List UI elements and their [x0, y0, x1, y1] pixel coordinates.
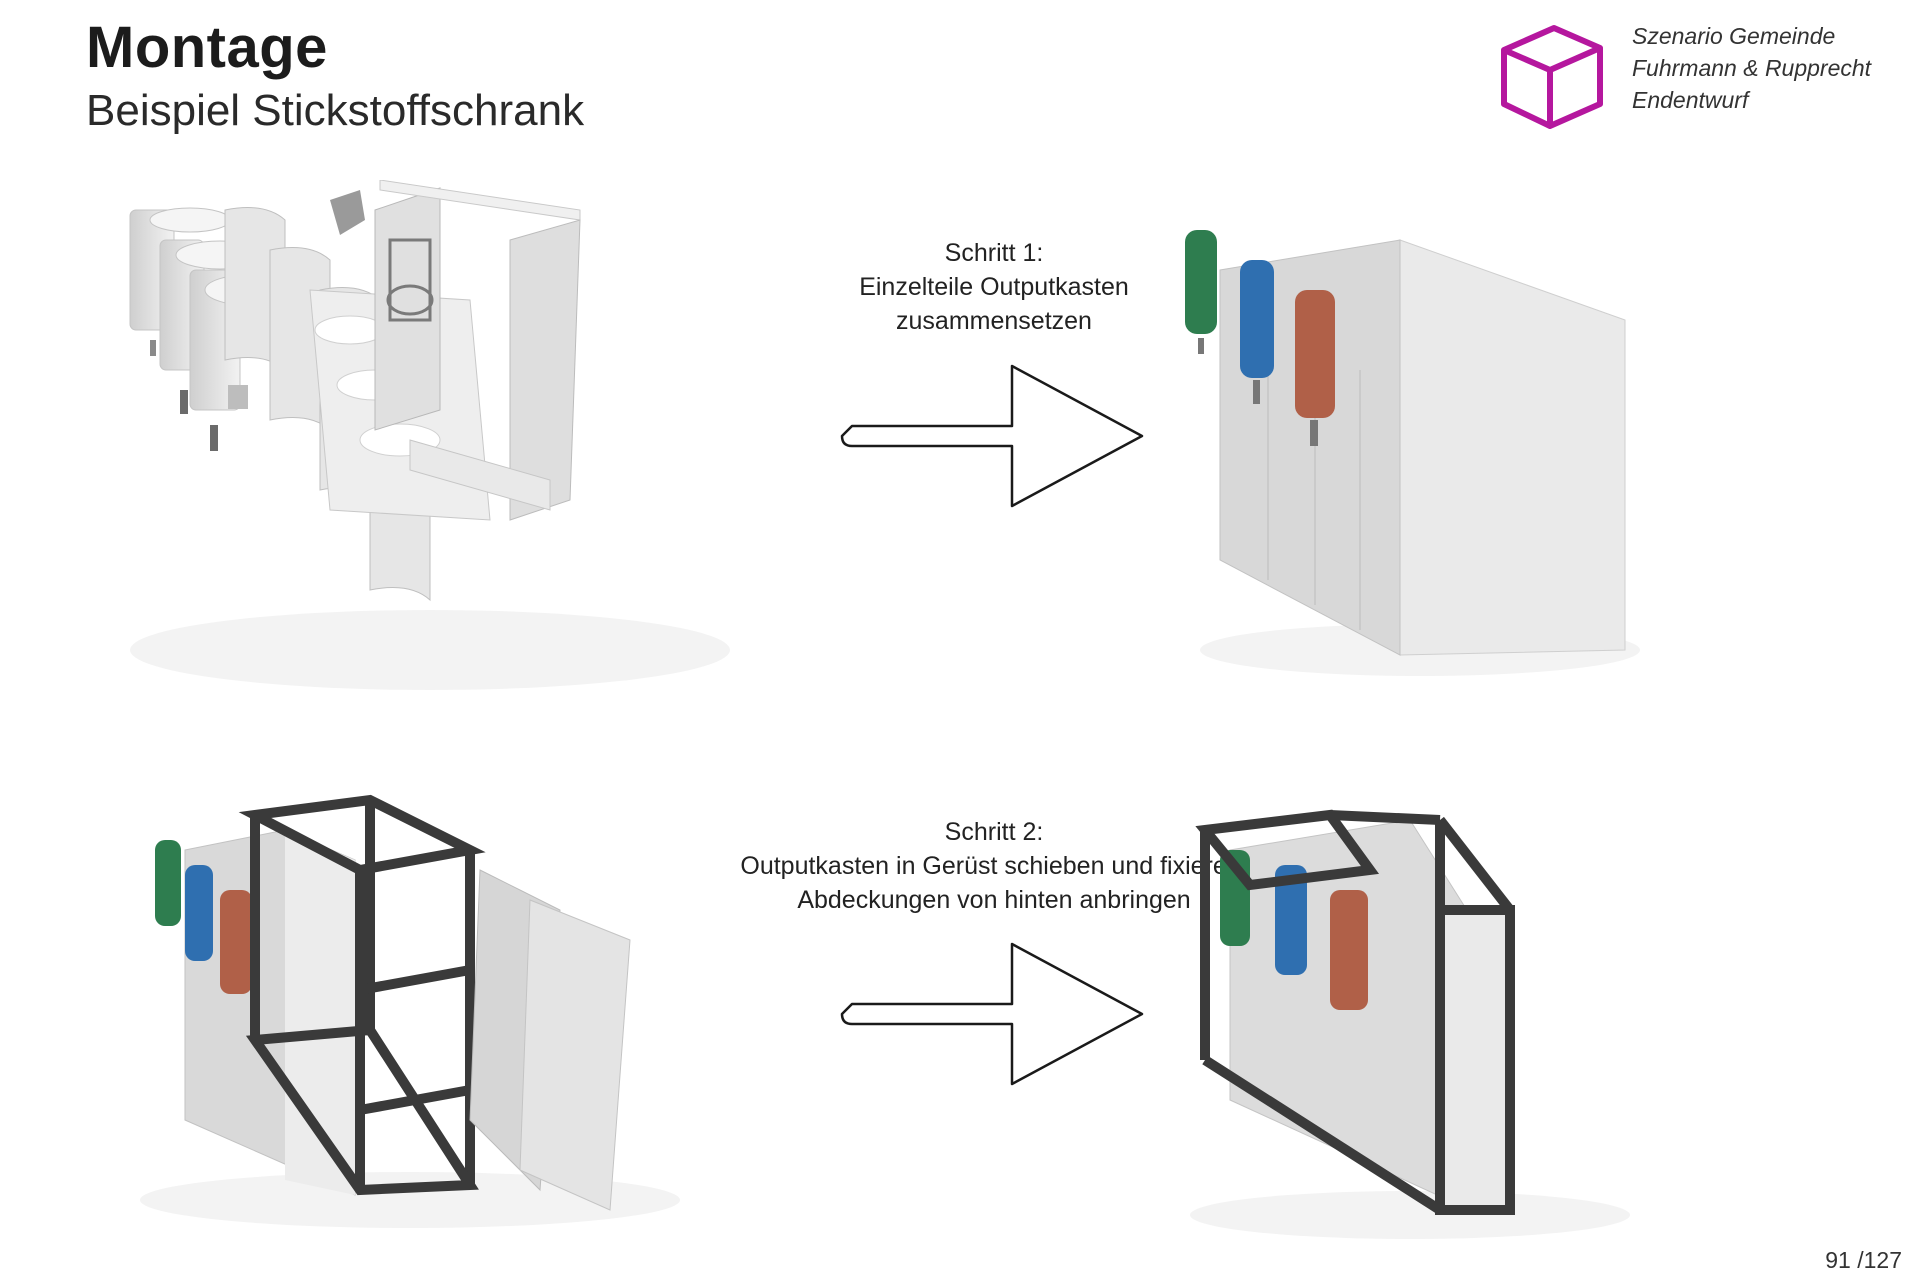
project-line-3: Endentwurf [1632, 87, 1749, 113]
step-2-caption: Schritt 2: Outputkasten in Gerüst schieb… [684, 815, 1304, 917]
canister-rust [1295, 290, 1335, 418]
page-title: Montage [86, 15, 328, 80]
final-assembly-render [1190, 809, 1630, 1239]
step-2-line-2: Outputkasten in Gerüst schieben und fixi… [740, 852, 1248, 880]
page-subtitle: Beispiel Stickstoffschrank [86, 86, 585, 135]
step-1-heading: Schritt 1: [944, 239, 1044, 267]
page-number: 91 /127 [1825, 1247, 1902, 1273]
project-info: Szenario Gemeinde Fuhrmann & Rupprecht E… [1632, 20, 1871, 116]
arrow-right-icon [840, 942, 1144, 1086]
step-2-line-3: Abdeckungen von hinten anbringen [797, 886, 1191, 914]
project-line-2: Fuhrmann & Rupprecht [1632, 55, 1872, 81]
step-2-heading: Schritt 2: [944, 818, 1044, 846]
cube-logo-icon [1501, 25, 1603, 129]
frame-and-cover-exploded-render [140, 794, 680, 1228]
step-1-line-2: Einzelteile Outputkasten [859, 273, 1129, 301]
canister-blue [1240, 260, 1274, 378]
arrow-right-icon [840, 364, 1144, 508]
canister-green [1185, 230, 1217, 334]
exploded-parts-render [129, 180, 730, 690]
step-1-line-3: zusammensetzen [896, 307, 1092, 335]
project-line-1: Szenario Gemeinde [1632, 23, 1836, 49]
assembled-output-box-render [1185, 230, 1640, 676]
step-1-caption: Schritt 1: Einzelteile Outputkasten zusa… [684, 236, 1304, 338]
